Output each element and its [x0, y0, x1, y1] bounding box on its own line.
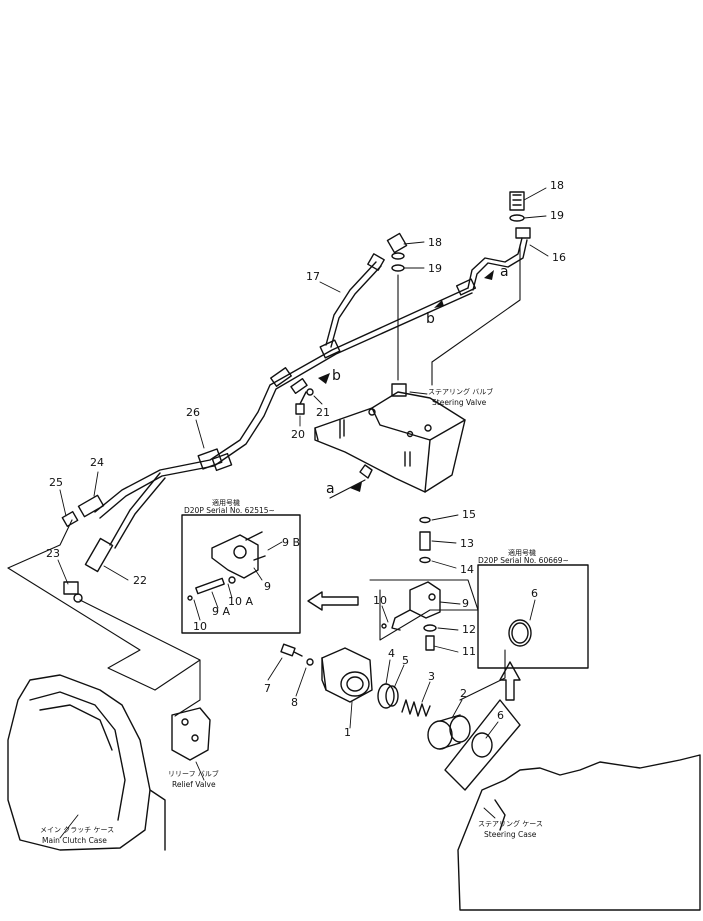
- pipe-16: [467, 227, 531, 291]
- relief-valve-label: Relief Valve: [172, 780, 216, 789]
- flow-letter-b-top: b: [426, 311, 435, 327]
- gasket-6: [444, 699, 521, 791]
- valve-13-14-15: [419, 516, 431, 564]
- main-clutch-case: [7, 674, 166, 851]
- fitting-24-25: [61, 494, 105, 528]
- hose-22: [84, 472, 166, 573]
- part-label-8: 8: [291, 696, 298, 709]
- part-label-9A: 9 A: [212, 605, 230, 618]
- part-label-11: 11: [462, 645, 476, 658]
- steering-valve-label: Steering Valve: [432, 398, 487, 407]
- part-label-19-mid: 19: [428, 262, 442, 275]
- bolt-11-12: [423, 624, 437, 651]
- part-label-20: 20: [291, 428, 305, 441]
- tee-26: [197, 448, 233, 472]
- part-label-10-inset: 10: [193, 620, 207, 633]
- routing-lines: [7, 244, 521, 717]
- relief-valve: [171, 707, 211, 761]
- serial-left-label-jp: 適用号機: [212, 498, 240, 507]
- plug-2: [427, 714, 471, 750]
- transfer-arrow: [307, 591, 359, 611]
- part-label-9: 9: [462, 597, 469, 610]
- part-label-9-inset: 9: [264, 580, 271, 593]
- flow-letter-a-mid: a: [326, 481, 335, 497]
- inset-box-60669: [477, 564, 589, 669]
- rings-4-5: [377, 683, 399, 709]
- steering-case: [457, 754, 701, 911]
- part-label-13: 13: [460, 537, 474, 550]
- part-label-23: 23: [46, 547, 60, 560]
- fitting-18-mid: [386, 232, 408, 272]
- serial-right-label: D20P Serial No. 60669~: [478, 556, 569, 565]
- steering-valve-body: [314, 383, 466, 493]
- part-label-7: 7: [264, 682, 271, 695]
- bolt-7-8: [280, 643, 314, 666]
- part-label-14: 14: [460, 563, 474, 576]
- part-label-10: 10: [373, 594, 387, 607]
- part-label-18-mid: 18: [428, 236, 442, 249]
- flow-letter-b-mid: b: [332, 368, 341, 384]
- part-label-26: 26: [186, 406, 200, 419]
- housing-1: [321, 647, 373, 703]
- part-label-4: 4: [388, 647, 395, 660]
- part-label-3: 3: [428, 670, 435, 683]
- elbow-23: [63, 581, 83, 603]
- part-label-12: 12: [462, 623, 476, 636]
- part-label-6-inset: 6: [531, 587, 538, 600]
- pipe-17: [325, 253, 385, 348]
- part-label-15: 15: [462, 508, 476, 521]
- part-label-21: 21: [316, 406, 330, 419]
- part-label-25: 25: [49, 476, 63, 489]
- serial-right-label-jp: 適用号機: [508, 548, 536, 557]
- steering-case-label: Steering Case: [484, 830, 537, 839]
- spring-3: [401, 699, 431, 717]
- inset-box-62515: [181, 514, 301, 634]
- up-arrow: [499, 661, 521, 701]
- fitting-18-top: [509, 191, 525, 222]
- flow-letter-a-top: a: [500, 264, 509, 280]
- main-clutch-case-label-jp: メイン クラッチ ケース: [40, 826, 114, 834]
- part-label-10A: 10 A: [228, 595, 253, 608]
- flow-arrowheads: [318, 270, 494, 492]
- fitting-9: [381, 581, 441, 631]
- part-label-16: 16: [552, 251, 566, 264]
- steering-case-label-jp: ステアリング ケース: [478, 819, 543, 828]
- leader-lines: [57, 187, 549, 839]
- part-label-22: 22: [133, 574, 147, 587]
- part-label-17: 17: [306, 270, 320, 283]
- bolt-20-21: [295, 388, 314, 415]
- steering-valve-label-jp: ステアリング バルブ: [428, 387, 493, 396]
- part-label-19-top: 19: [550, 209, 564, 222]
- part-label-18-top: 18: [550, 179, 564, 192]
- part-label-6: 6: [497, 709, 504, 722]
- part-label-5: 5: [402, 654, 409, 667]
- long-pipe: [94, 278, 477, 519]
- serial-left-label: D20P Serial No. 62515~: [184, 506, 275, 515]
- relief-valve-label-jp: リリーフ バルブ: [168, 769, 219, 778]
- part-label-24: 24: [90, 456, 104, 469]
- part-label-2: 2: [460, 687, 467, 700]
- main-clutch-case-label: Main Clutch Case: [42, 836, 107, 845]
- part-label-9B: 9 B: [282, 536, 300, 549]
- part-label-1: 1: [344, 726, 351, 739]
